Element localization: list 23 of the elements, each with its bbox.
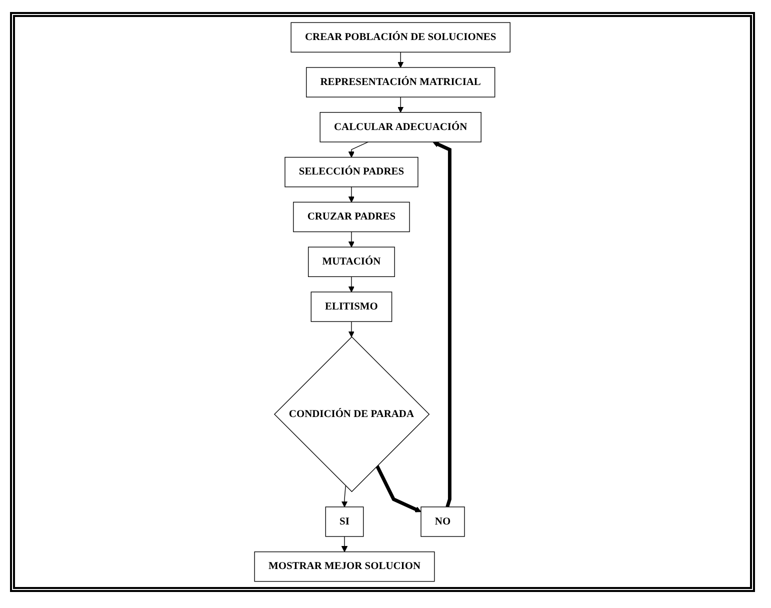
node-box	[290, 22, 511, 53]
node-box	[254, 551, 435, 582]
arrow	[376, 465, 422, 512]
arrow	[348, 142, 369, 158]
node-box	[310, 292, 392, 322]
arrow	[398, 96, 404, 113]
arrow	[348, 186, 355, 202]
node-box	[306, 67, 496, 98]
arrow	[432, 141, 452, 508]
arrow	[398, 52, 404, 68]
node-box	[320, 112, 482, 142]
node-box	[420, 506, 465, 537]
arrow	[342, 536, 348, 552]
arrow	[348, 231, 355, 248]
node-box	[284, 156, 418, 188]
flowchart: CREAR POBLACIÓN DE SOLUCIONES REPRESENTACIÓN MATRICIAL CALCULAR ADECUACIÓN SELECCIÓN PADRES CRUZAR PADRES MUTACIÓN ELITISMO CONDICIÓN DE PARADA SI MOSTRAR MEJOR SOLUCION NO	[249, 17, 516, 587]
node-box	[293, 202, 410, 232]
node-diamond	[274, 336, 430, 492]
arrow	[342, 485, 348, 508]
node-box	[325, 506, 364, 537]
arrow	[348, 276, 355, 292]
arrow	[348, 321, 355, 338]
node-box	[308, 246, 396, 278]
